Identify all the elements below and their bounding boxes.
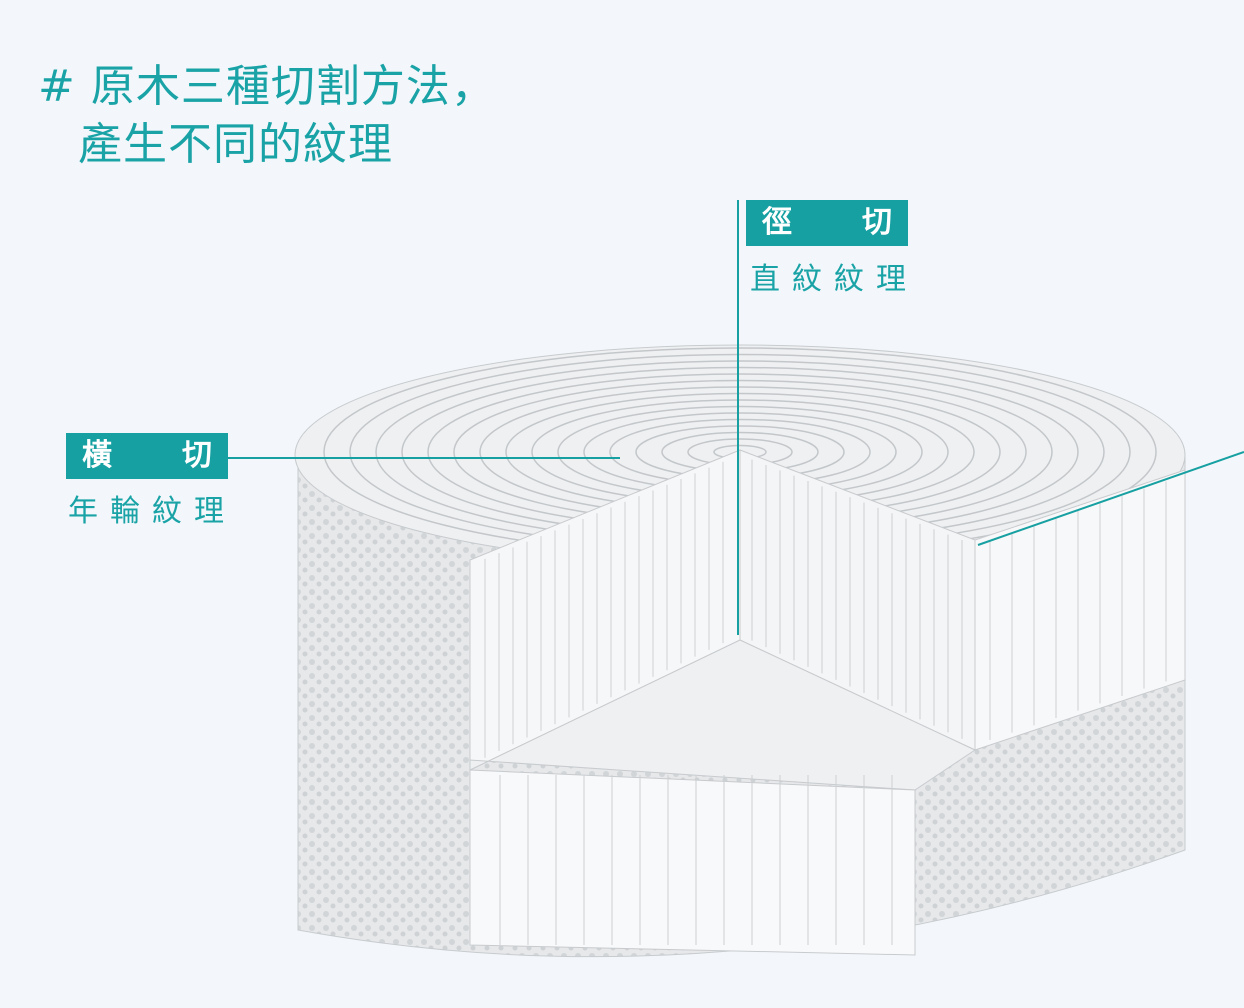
cross-cut-desc: 年輪紋理 (68, 494, 236, 529)
radial-cut-tag: 徑 切 (746, 200, 908, 246)
page-title: # 原木三種切割方法， 產生不同的紋理 (38, 58, 496, 174)
tangential-cut-leader (977, 451, 1244, 546)
tangential-face-front (469, 769, 916, 956)
cross-face-lower (469, 639, 977, 791)
tangential-face-right (974, 469, 1186, 751)
cross-cut-tag-left: 橫 (82, 438, 112, 473)
radial-cut-tag-left: 徑 (762, 205, 792, 240)
cross-cut-tag: 橫 切 (66, 433, 228, 479)
title-line1: # 原木三種切割方法， (38, 61, 496, 112)
cross-cut-tag-right: 切 (182, 438, 212, 473)
title-line2: 產生不同的紋理 (78, 119, 393, 170)
radial-cut-tag-right: 切 (862, 205, 892, 240)
radial-cut-desc: 直紋紋理 (750, 262, 918, 297)
